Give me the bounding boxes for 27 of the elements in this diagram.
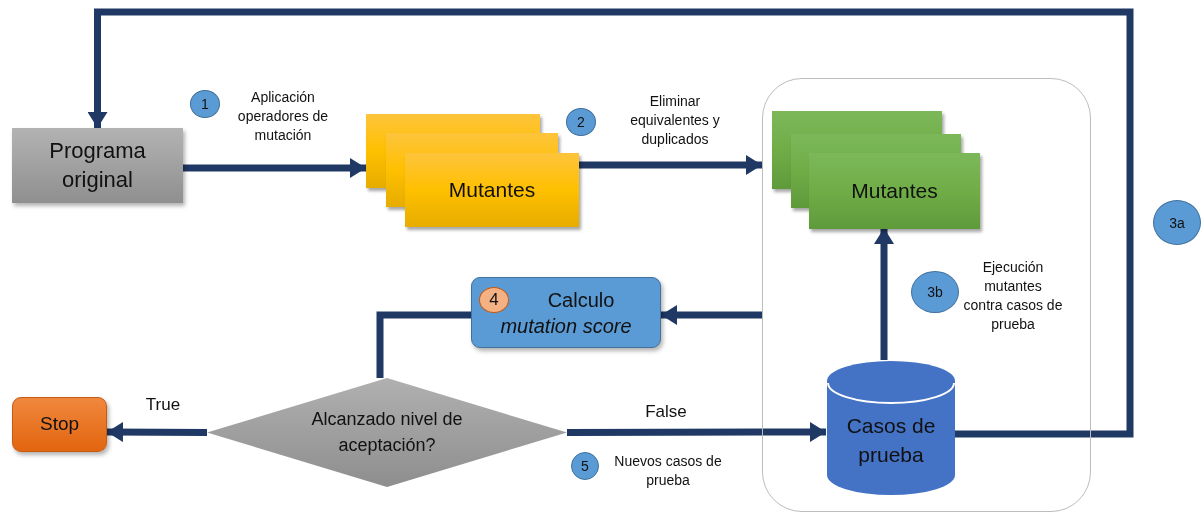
node-text: Mutantes bbox=[448, 178, 536, 202]
card-stack bbox=[366, 114, 579, 227]
step-number: 5 bbox=[571, 452, 599, 480]
arrow bbox=[874, 228, 894, 360]
step-number: 2 bbox=[566, 108, 596, 136]
card-stack bbox=[772, 111, 980, 229]
step-number: 1 bbox=[190, 90, 220, 118]
arrow bbox=[87, 8, 1134, 438]
connector-line bbox=[376, 311, 471, 378]
node-text: Stop bbox=[39, 412, 80, 437]
step-number: 4 bbox=[479, 287, 509, 313]
process-box bbox=[12, 128, 183, 203]
terminal-box bbox=[12, 397, 107, 452]
process-box bbox=[471, 277, 661, 348]
arrow bbox=[107, 422, 207, 443]
node-text: Calculo bbox=[546, 287, 615, 313]
node-text: Programa original bbox=[48, 136, 147, 194]
annotation-text: Ejecución mutantes contra casos de prueba bbox=[963, 258, 1063, 334]
node-text: Alcanzado nivel de aceptación? bbox=[310, 408, 464, 457]
node-text: Mutantes bbox=[851, 179, 938, 203]
arrow bbox=[567, 422, 826, 443]
step-number: 3a bbox=[1153, 200, 1201, 245]
step-number: 3b bbox=[911, 271, 959, 313]
decision-diamond bbox=[207, 378, 567, 487]
node-text: mutation score bbox=[500, 313, 632, 339]
node-text: Casos de prueba bbox=[845, 412, 937, 468]
arrow bbox=[183, 158, 366, 178]
